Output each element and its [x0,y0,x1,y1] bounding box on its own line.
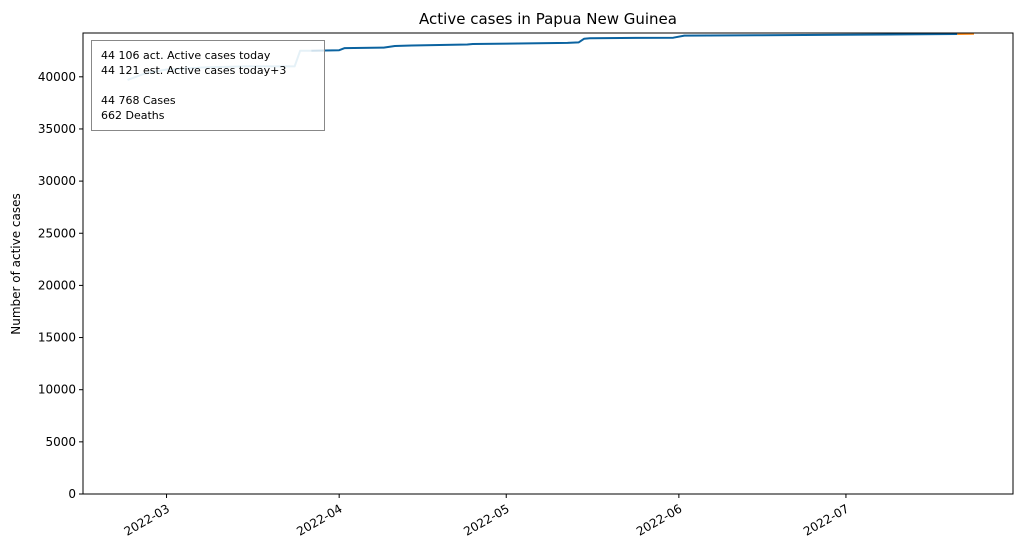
x-tick-label: 2022-04 [294,501,344,538]
legend: 44 106 act. Active cases today 44 121 es… [91,40,325,131]
x-tick-label: 2022-05 [461,501,511,538]
annotation-active-today: 44 106 act. Active cases today [101,48,315,63]
x-tick-label: 2022-07 [801,501,851,538]
y-tick-label: 20000 [38,278,76,292]
y-tick-label: 30000 [38,174,76,188]
y-tick-label: 15000 [38,331,76,345]
y-axis-label: Number of active cases [9,193,23,335]
x-tick-label: 2022-06 [634,501,684,538]
chart-title: Active cases in Papua New Guinea [419,10,677,28]
y-tick-label: 35000 [38,122,76,136]
y-tick-label: 40000 [38,70,76,84]
series-line-active [311,34,957,51]
x-tick-label: 2022-03 [122,501,172,538]
annotation-cases: 44 768 Cases [101,93,315,108]
y-tick-label: 5000 [45,435,76,449]
annotation-estimate: 44 121 est. Active cases today+3 [101,63,315,78]
annotation-deaths: 662 Deaths [101,108,315,123]
y-tick-label: 0 [68,487,76,501]
y-tick-label: 10000 [38,383,76,397]
y-tick-label: 25000 [38,226,76,240]
